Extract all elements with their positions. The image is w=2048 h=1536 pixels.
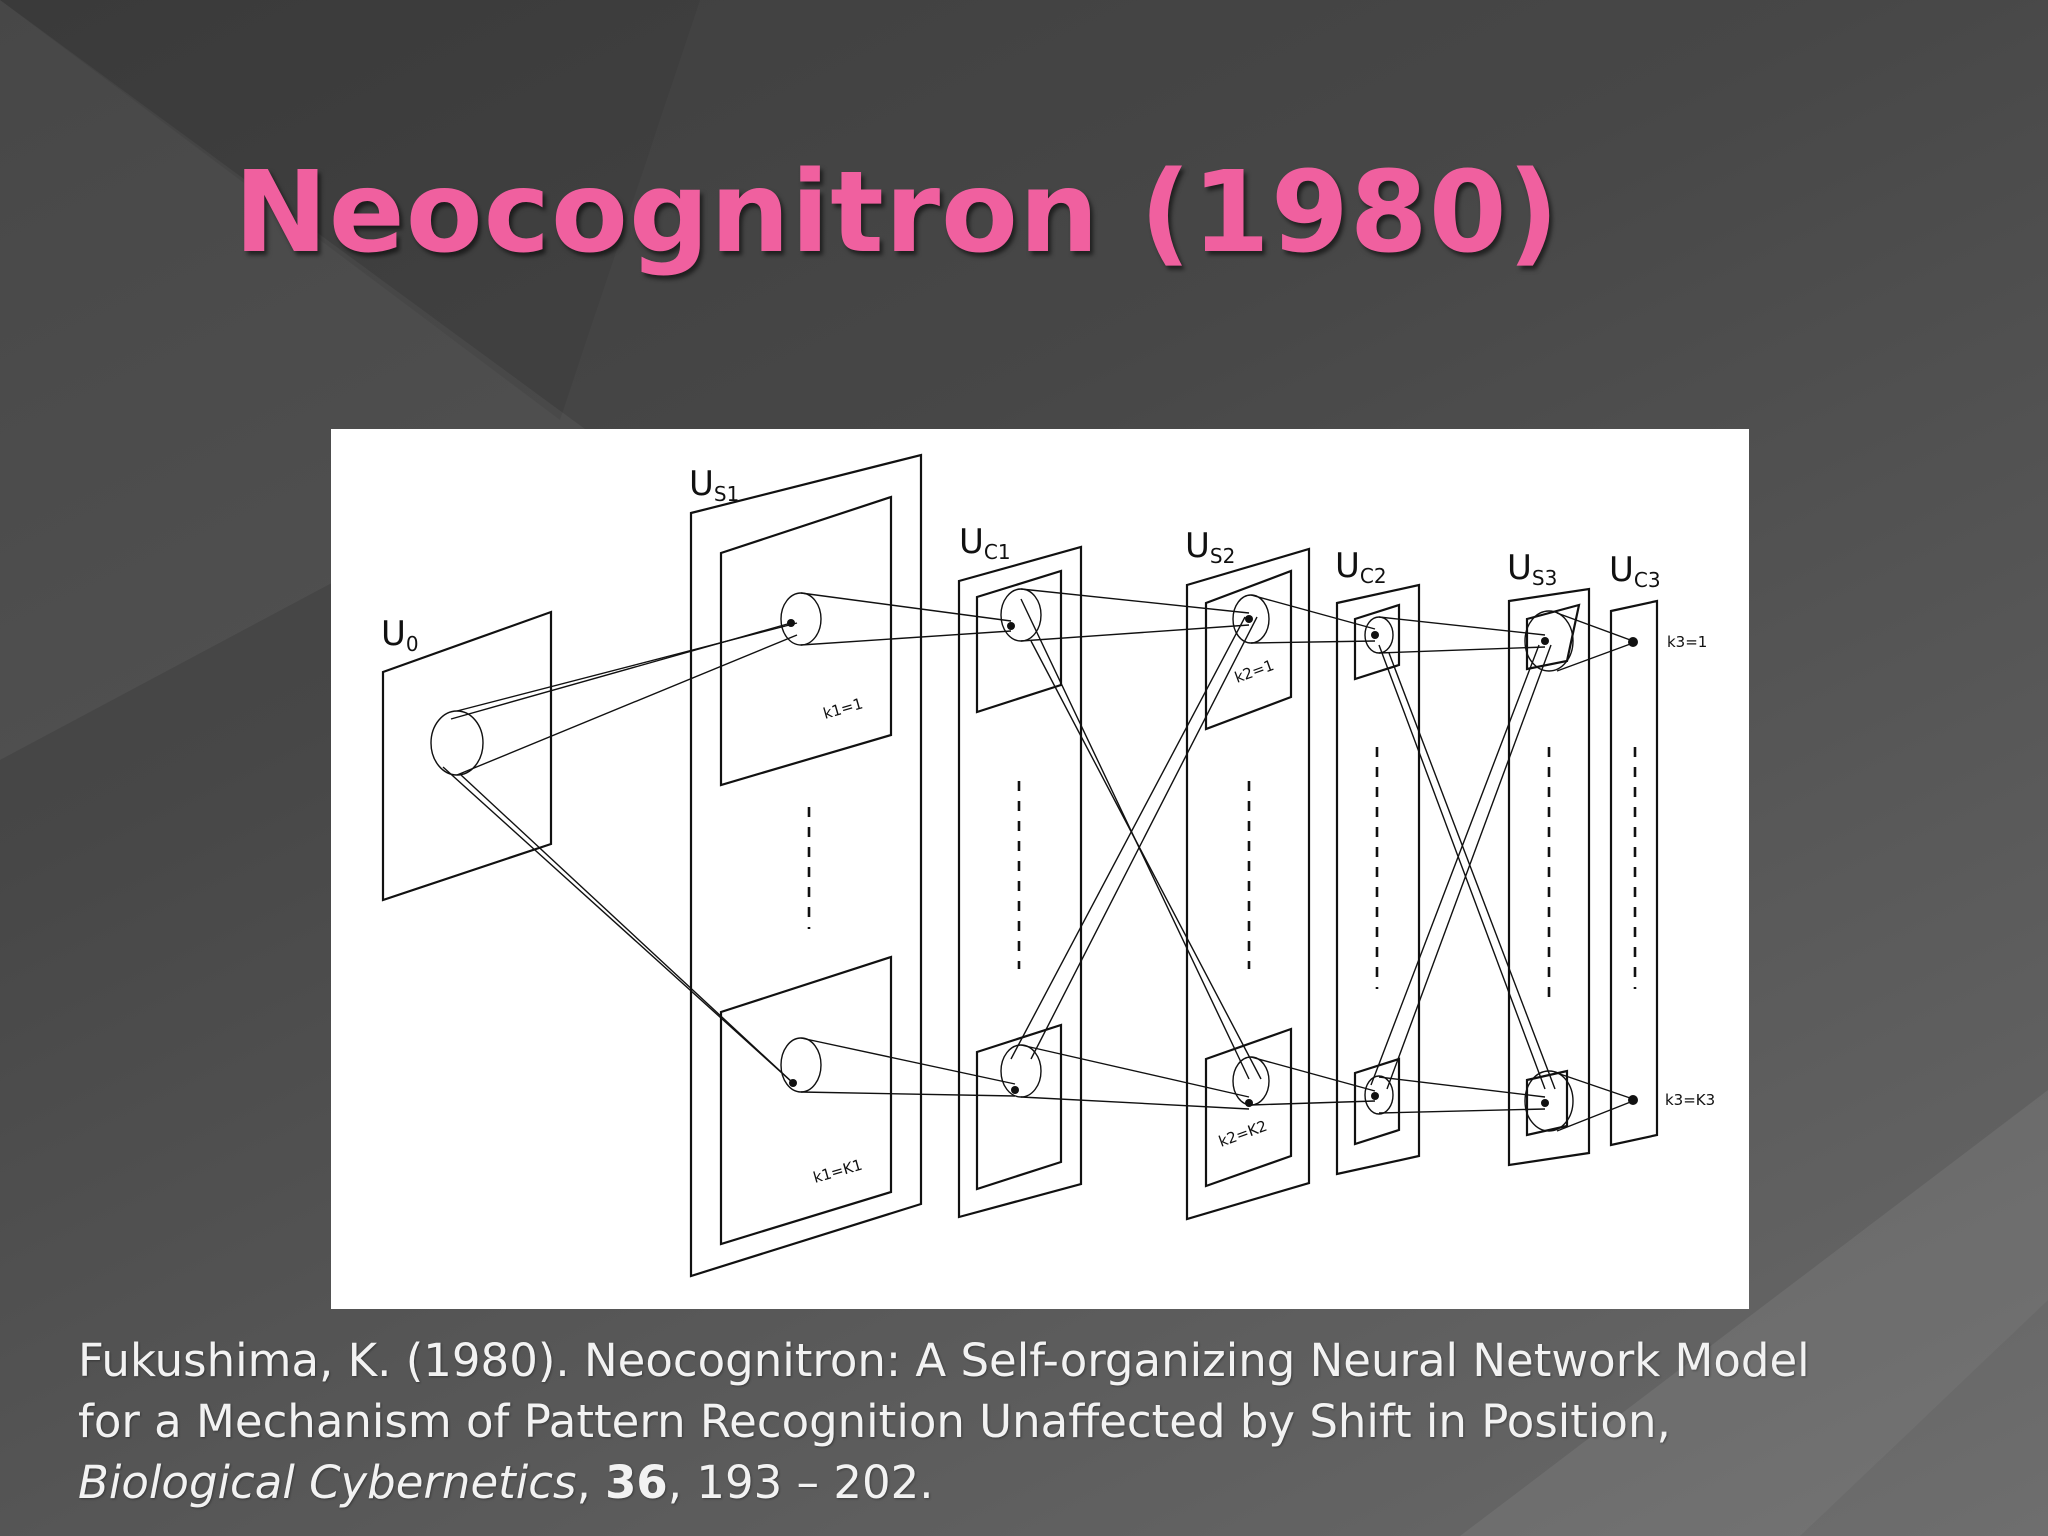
neocognitron-diagram: U0 US1 UC1 US2 UC2 US3 UC3 k1=1 k1=K1 k2… <box>331 429 1749 1309</box>
plane-label-k3-1: k3=1 <box>1667 633 1707 651</box>
uc2-outer-plane <box>1335 583 1421 1176</box>
uc1-top-plane <box>975 569 1063 714</box>
plane-label-k1-K1: k1=K1 <box>811 1156 864 1187</box>
us3-top-plane <box>1525 603 1581 671</box>
citation-line-3: Biological Cybernetics, 36, 193 – 202. <box>78 1452 2018 1513</box>
layer-label-u0: U0 <box>381 614 419 656</box>
u0-plane <box>381 610 553 902</box>
us1-top-plane <box>719 495 893 787</box>
us2-outer-plane <box>1185 547 1311 1221</box>
citation-separator: , <box>576 1456 606 1509</box>
slide-title: Neocognitron (1980) <box>234 148 1560 278</box>
us1-outer-plane <box>689 453 923 1278</box>
layer-label-uc1: UC1 <box>959 522 1011 564</box>
plane-label-k1-1: k1=1 <box>821 694 865 722</box>
layer-label-uc2: UC2 <box>1335 546 1387 588</box>
layer-label-uc3: UC3 <box>1609 550 1661 592</box>
uc1-bottom-plane <box>975 1023 1063 1191</box>
us2-top-plane <box>1204 569 1293 731</box>
plane-label-k2-K2: k2=K2 <box>1216 1117 1269 1151</box>
layer-label-us3: US3 <box>1507 548 1557 590</box>
layer-label-us2: US2 <box>1185 526 1235 568</box>
diagram-svg: U0 US1 UC1 US2 UC2 US3 UC3 k1=1 k1=K1 k2… <box>381 453 1715 1278</box>
citation-volume: 36 <box>605 1456 668 1509</box>
uc1-outer-plane <box>957 545 1083 1219</box>
citation-pages: , 193 – 202. <box>667 1456 934 1509</box>
us3-outer-plane <box>1507 587 1591 1167</box>
plane-label-k2-1: k2=1 <box>1232 656 1276 687</box>
citation-journal: Biological Cybernetics <box>78 1456 577 1509</box>
citation-line-2: for a Mechanism of Pattern Recognition U… <box>78 1395 1671 1448</box>
citation-line-1: Fukushima, K. (1980). Neocognitron: A Se… <box>78 1334 1810 1387</box>
layer-label-us1: US1 <box>689 464 739 506</box>
plane-label-k3-K3: k3=K3 <box>1665 1091 1715 1109</box>
us2-bottom-plane <box>1204 1027 1293 1188</box>
uc2-top-plane <box>1353 603 1401 681</box>
uc3-outer-plane <box>1609 599 1659 1147</box>
citation-caption: Fukushima, K. (1980). Neocognitron: A Se… <box>78 1330 2018 1513</box>
us1-bottom-plane <box>719 955 893 1246</box>
uc2-bottom-plane <box>1353 1057 1401 1146</box>
us3-bottom-plane <box>1525 1069 1569 1137</box>
